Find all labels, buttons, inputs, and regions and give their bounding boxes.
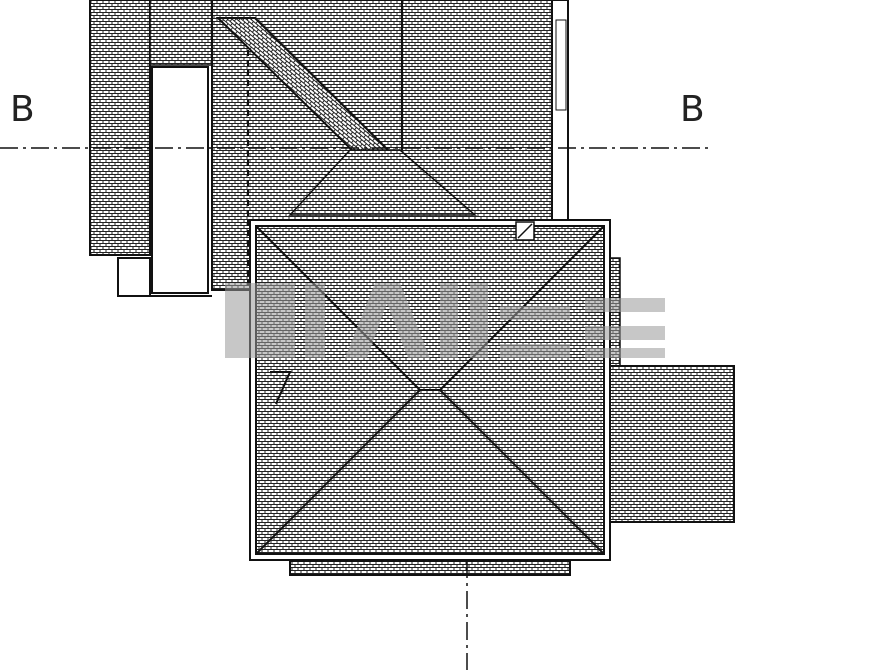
section-mark-right: B	[680, 89, 705, 130]
main-hip-roof	[249, 219, 611, 576]
section-mark-left: B	[10, 89, 35, 130]
side-extension-roof	[607, 257, 735, 523]
